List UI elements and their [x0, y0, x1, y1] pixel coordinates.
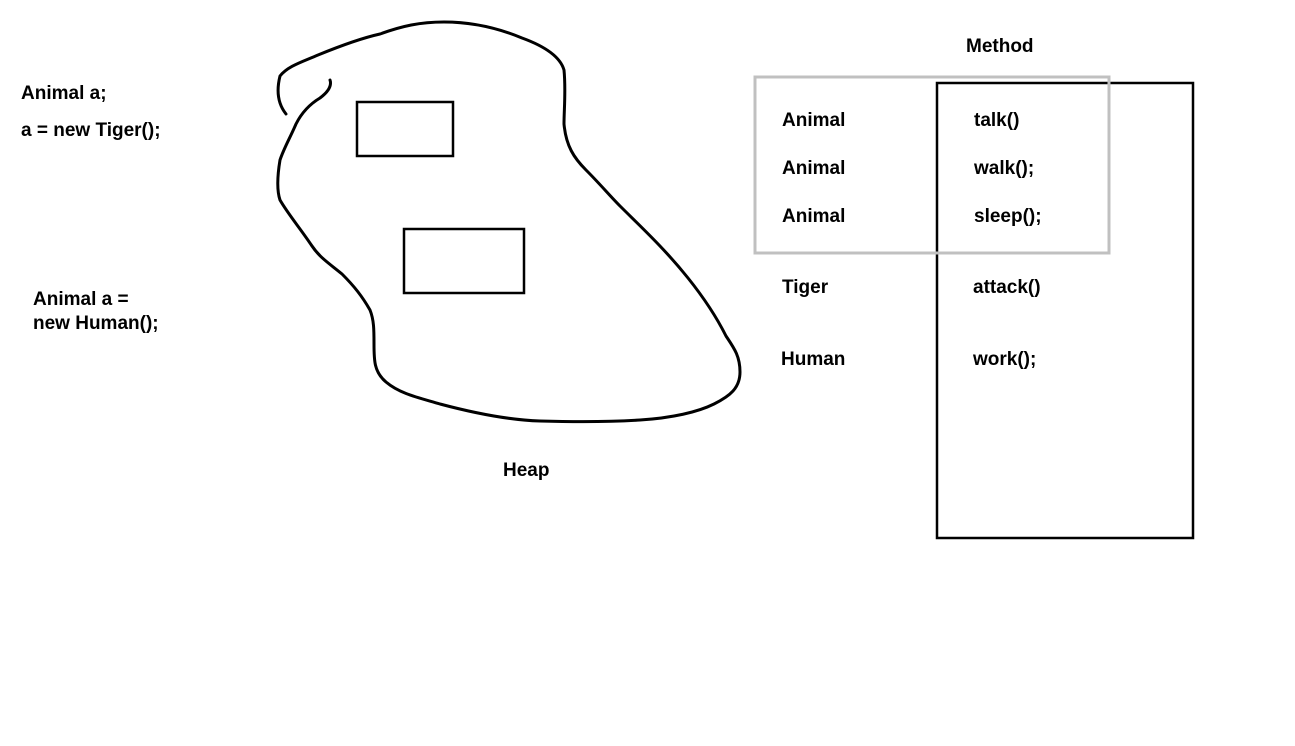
heap-label: Heap — [503, 460, 550, 481]
heap-object-tiger — [355, 100, 455, 158]
class-name-animal-sleep: Animal — [782, 206, 846, 227]
method-walk: walk(); — [974, 158, 1035, 179]
method-work: work(); — [973, 349, 1037, 370]
class-name-human: Human — [781, 349, 846, 370]
method-area-label: Method — [966, 36, 1034, 57]
method-sleep: sleep(); — [974, 206, 1042, 227]
method-attack: attack() — [973, 277, 1041, 298]
code-declaration-human: Animal a = — [33, 289, 129, 310]
class-name-animal-walk: Animal — [782, 158, 846, 179]
method-talk: talk() — [974, 110, 1020, 131]
class-name-animal-talk: Animal — [782, 110, 846, 131]
heap-object-human — [402, 227, 526, 295]
method-area-box — [935, 81, 1195, 540]
code-assignment-tiger: a = new Tiger(); — [21, 120, 161, 141]
code-new-human: new Human(); — [33, 313, 159, 334]
animal-methods-highlight — [753, 75, 1111, 255]
heap-outline — [276, 20, 742, 424]
class-name-tiger: Tiger — [782, 277, 829, 298]
code-declaration: Animal a; — [21, 83, 107, 104]
